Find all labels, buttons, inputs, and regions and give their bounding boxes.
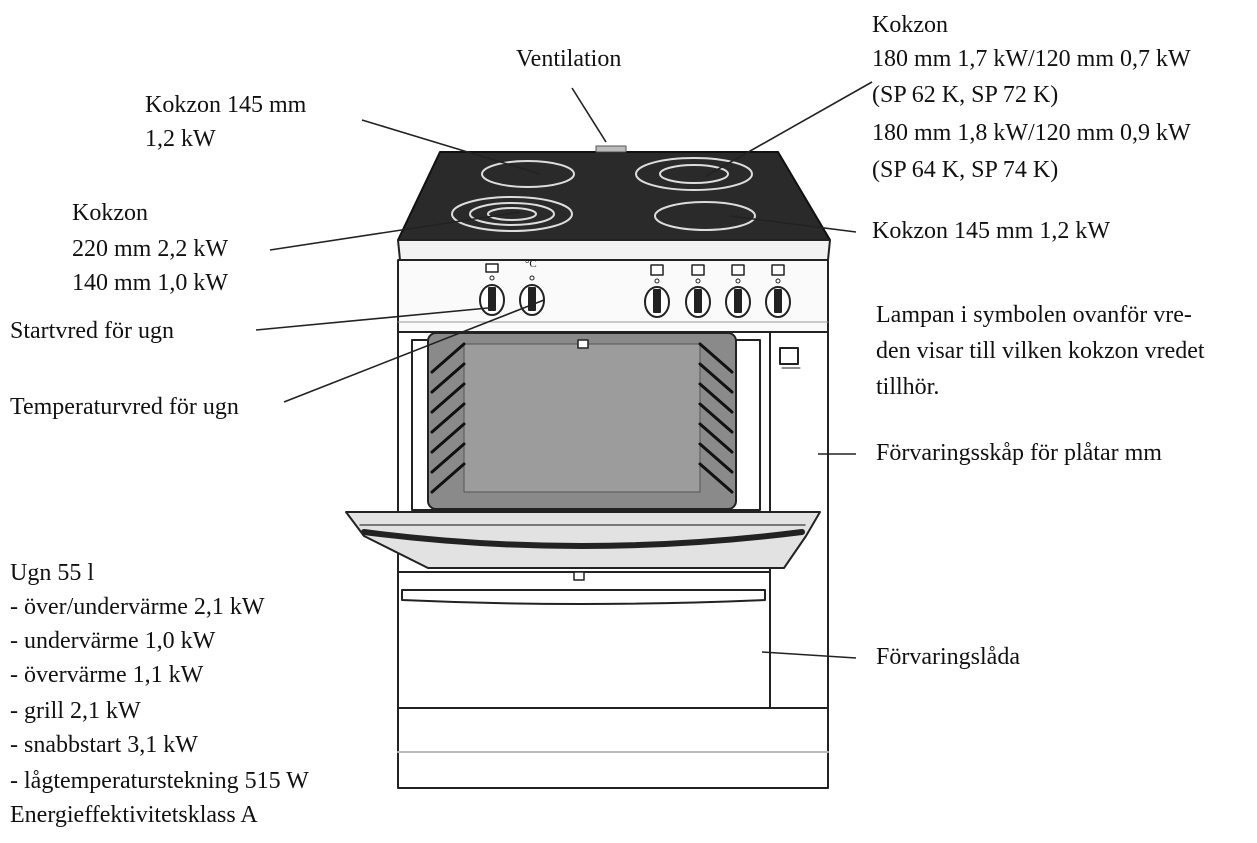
cooktop-glass — [397, 151, 831, 241]
label-zone-right-top-line2: (SP 62 K, SP 72 K) — [872, 82, 1059, 108]
zone-left-front-outer — [451, 196, 573, 232]
label-energy-class: Energieffektivitetsklass A — [10, 802, 258, 828]
zone-right-front — [654, 201, 756, 231]
label-lamp-note-1: Lampan i symbolen ovanför vre- — [876, 302, 1192, 328]
cooktop-rim — [397, 239, 831, 261]
knob-zone-1 — [644, 264, 670, 318]
leader-lines — [255, 81, 873, 659]
label-oven-title: Ugn 55 l — [10, 560, 94, 586]
label-start-knob: Startvred för ugn — [10, 318, 174, 344]
label-temp-symbol: °C — [525, 258, 537, 270]
label-lamp-note-2: den visar till vilken kokzon vredet — [876, 338, 1205, 364]
drawer-handle — [401, 589, 766, 605]
label-zone-left-bottom-title: Kokzon — [72, 200, 148, 226]
label-oven-spec-3: - övervärme 1,1 kW — [10, 662, 204, 688]
ventilation-grill — [595, 145, 627, 153]
plinth — [397, 707, 829, 789]
zone-left-front-inner — [487, 207, 537, 221]
label-storage-cabinet: Förvaringsskåp för plåtar mm — [876, 440, 1162, 466]
door-handle — [361, 529, 805, 549]
label-oven-spec-6: - lågtemperaturstekning 515 W — [10, 768, 309, 794]
label-zone-right-top-line1: 180 mm 1,7 kW/120 mm 0,7 kW — [872, 46, 1191, 72]
oven-back-wall — [463, 343, 701, 493]
label-zone-left-bottom-line1: 220 mm 2,2 kW — [72, 236, 228, 262]
label-lamp-note-3: tillhör. — [876, 374, 940, 400]
oven-rails-right — [698, 342, 734, 494]
label-oven-spec-1: - över/undervärme 2,1 kW — [10, 594, 265, 620]
label-oven-spec-2: - undervärme 1,0 kW — [10, 628, 216, 654]
oven-rails-left — [430, 342, 466, 494]
oven-door — [345, 511, 821, 569]
label-zone-left-top-power: 1,2 kW — [145, 126, 216, 152]
zone-right-rear-inner — [659, 164, 729, 184]
knob-zone-2 — [685, 264, 711, 318]
label-zone-left-top-title: Kokzon 145 mm — [145, 92, 307, 118]
zone-left-rear — [481, 160, 575, 188]
label-oven-spec-5: - snabbstart 3,1 kW — [10, 732, 198, 758]
label-storage-drawer: Förvaringslåda — [876, 644, 1020, 670]
label-zone-right-bottom: Kokzon 145 mm 1,2 kW — [872, 218, 1110, 244]
label-zone-right-top-line4: (SP 64 K, SP 74 K) — [872, 157, 1059, 183]
label-zone-left-bottom-line2: 140 mm 1,0 kW — [72, 270, 228, 296]
knob-zone-3 — [725, 264, 751, 318]
label-zone-right-top-line3: 180 mm 1,8 kW/120 mm 0,9 kW — [872, 120, 1191, 146]
knob-zone-4 — [765, 264, 791, 318]
label-zone-right-top-title: Kokzon — [872, 12, 948, 38]
control-panel — [397, 259, 829, 333]
cabinet-symbol — [779, 347, 799, 365]
zone-right-rear-outer — [635, 157, 753, 191]
zone-left-front-middle — [469, 202, 555, 226]
label-temp-knob: Temperaturvred för ugn — [10, 394, 239, 420]
label-oven-spec-4: - grill 2,1 kW — [10, 698, 141, 724]
label-ventilation: Ventilation — [516, 46, 622, 72]
